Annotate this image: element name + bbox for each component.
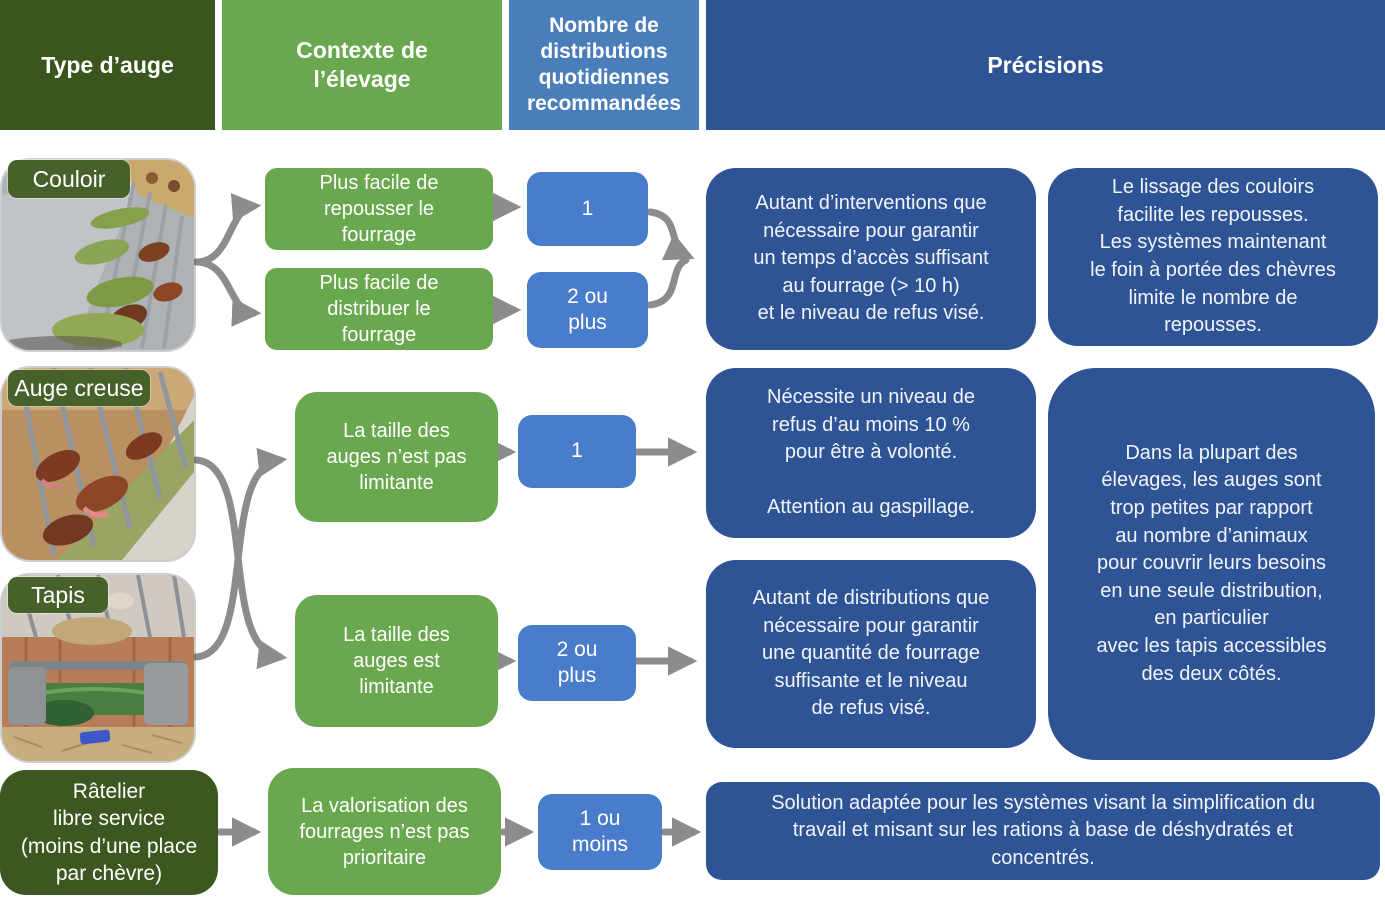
header-nombre-distributions: Nombre de distributions quotidiennes rec…	[509, 0, 699, 130]
header-type-auge: Type d’auge	[0, 0, 215, 130]
arrow-tapis-to-nonlimitante	[192, 447, 288, 661]
header-precisions: Précisions	[706, 0, 1385, 130]
label-auge-creuse: Auge creuse	[8, 370, 150, 406]
precision-couloir-main: Autant d’interventions que nécessaire po…	[706, 168, 1036, 350]
arrow-couloir-to-repousser	[192, 193, 262, 266]
precision-couloir-side: Le lissage des couloirs facilite les rep…	[1048, 168, 1378, 346]
precision-tapis-main: Autant de distributions que nécessaire p…	[706, 560, 1036, 748]
dist-ratelier-1oumoins-box: 1 ou moins	[538, 794, 662, 870]
dist-auge-1-box: 1	[518, 415, 636, 488]
precision-ratelier-main: Solution adaptée pour les systèmes visan…	[706, 782, 1380, 880]
label-couloir: Couloir	[8, 160, 130, 198]
dist-tapis-2plus-box: 2 ou plus	[518, 625, 636, 701]
arrow-1-merge-to-precision	[646, 208, 695, 261]
context-limitante-box: La taille des auges est limitante	[295, 595, 498, 727]
arrow-2plus-merge-to-precision	[646, 256, 690, 309]
precision-auge-tapis-side: Dans la plupart des élevages, les auges …	[1048, 368, 1375, 760]
dist-couloir-1-box: 1	[527, 172, 648, 246]
context-non-limitante-box: La taille des auges n’est pas limitante	[295, 392, 498, 522]
context-distribuer-box: Plus facile de distribuer le fourrage	[265, 268, 493, 350]
header-contexte-elevage: Contexte de l’élevage	[222, 0, 502, 130]
arrow-couloir-to-distribuer	[192, 258, 262, 327]
dist-couloir-2plus-box: 2 ou plus	[527, 272, 648, 348]
label-tapis: Tapis	[8, 577, 108, 613]
context-repousser-box: Plus facile de repousser le fourrage	[265, 168, 493, 250]
label-ratelier-box: Râtelier libre service (moins d’une plac…	[0, 770, 218, 895]
precision-auge-main: Nécessite un niveau de refus d’au moins …	[706, 368, 1036, 538]
context-valorisation-box: La valorisation des fourrages n’est pas …	[268, 768, 501, 895]
